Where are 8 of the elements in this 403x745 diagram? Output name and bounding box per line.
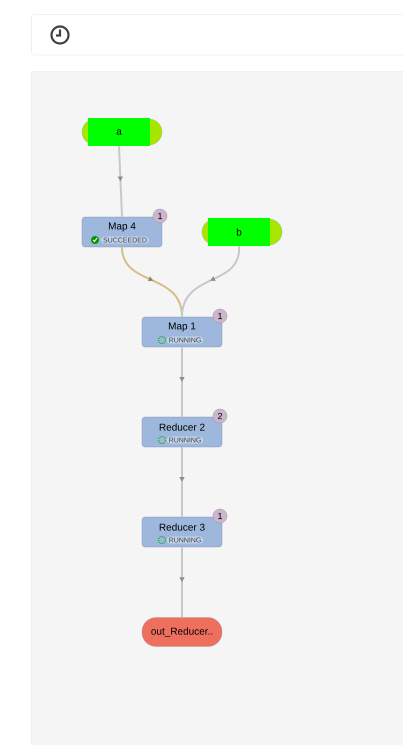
input-node: a [82, 118, 162, 146]
count-badge: 1 [212, 308, 228, 324]
arrow [181, 246, 240, 317]
input-node: b [202, 218, 282, 246]
output-node: out_Reducer.. [142, 617, 222, 647]
count-badge: 2 [212, 408, 228, 424]
count-badge: 1 [212, 508, 228, 524]
count-badge: 1 [152, 208, 168, 224]
